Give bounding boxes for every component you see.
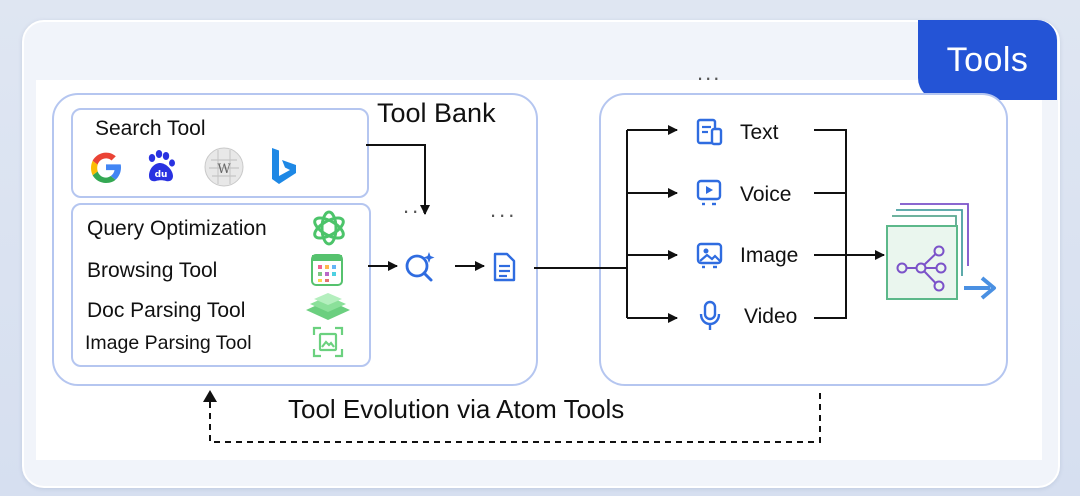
browsing-tool-label: Browsing Tool [87,259,218,282]
wikipedia-icon: W [204,147,244,187]
knowledge-stack-icon [886,203,996,300]
image-parsing-tool-label: Image Parsing Tool [85,332,252,354]
modality-video-label: Video [744,305,798,328]
voice-play-icon [696,179,722,206]
search-tool-label: Search Tool [95,117,206,140]
browser-grid-icon [311,254,343,286]
modality-voice-label: Voice [740,183,792,206]
tool-bank-title: Tool Bank [377,98,496,128]
query-optimization-label: Query Optimization [87,217,267,240]
search-to-optimizer-line [366,144,430,215]
image-icon [696,242,723,269]
query-search-icon [405,252,435,282]
svg-text:W: W [217,162,231,177]
microphone-icon [699,300,721,330]
footer-label: Tool Evolution via Atom Tools [288,394,625,424]
bing-icon [272,148,296,184]
ellipsis-top: ... [697,60,722,85]
baidu-icon: du [148,150,175,182]
right-bracket [814,129,847,319]
document-icon [493,252,516,282]
google-icon [91,152,121,183]
svg-text:du: du [155,170,168,180]
openai-icon [313,210,345,246]
modality-text-label: Text [740,121,779,144]
image-parsing-icon [312,326,344,358]
doc-parsing-icon [306,293,350,320]
text-doc-icon [696,118,723,146]
evolution-feedback-loop [209,393,821,443]
doc-parsing-tool-label: Doc Parsing Tool [87,299,246,322]
tools-tab[interactable]: Tools [918,20,1057,100]
modality-image-label: Image [740,244,799,267]
ellipsis-doc: ... [490,197,518,222]
